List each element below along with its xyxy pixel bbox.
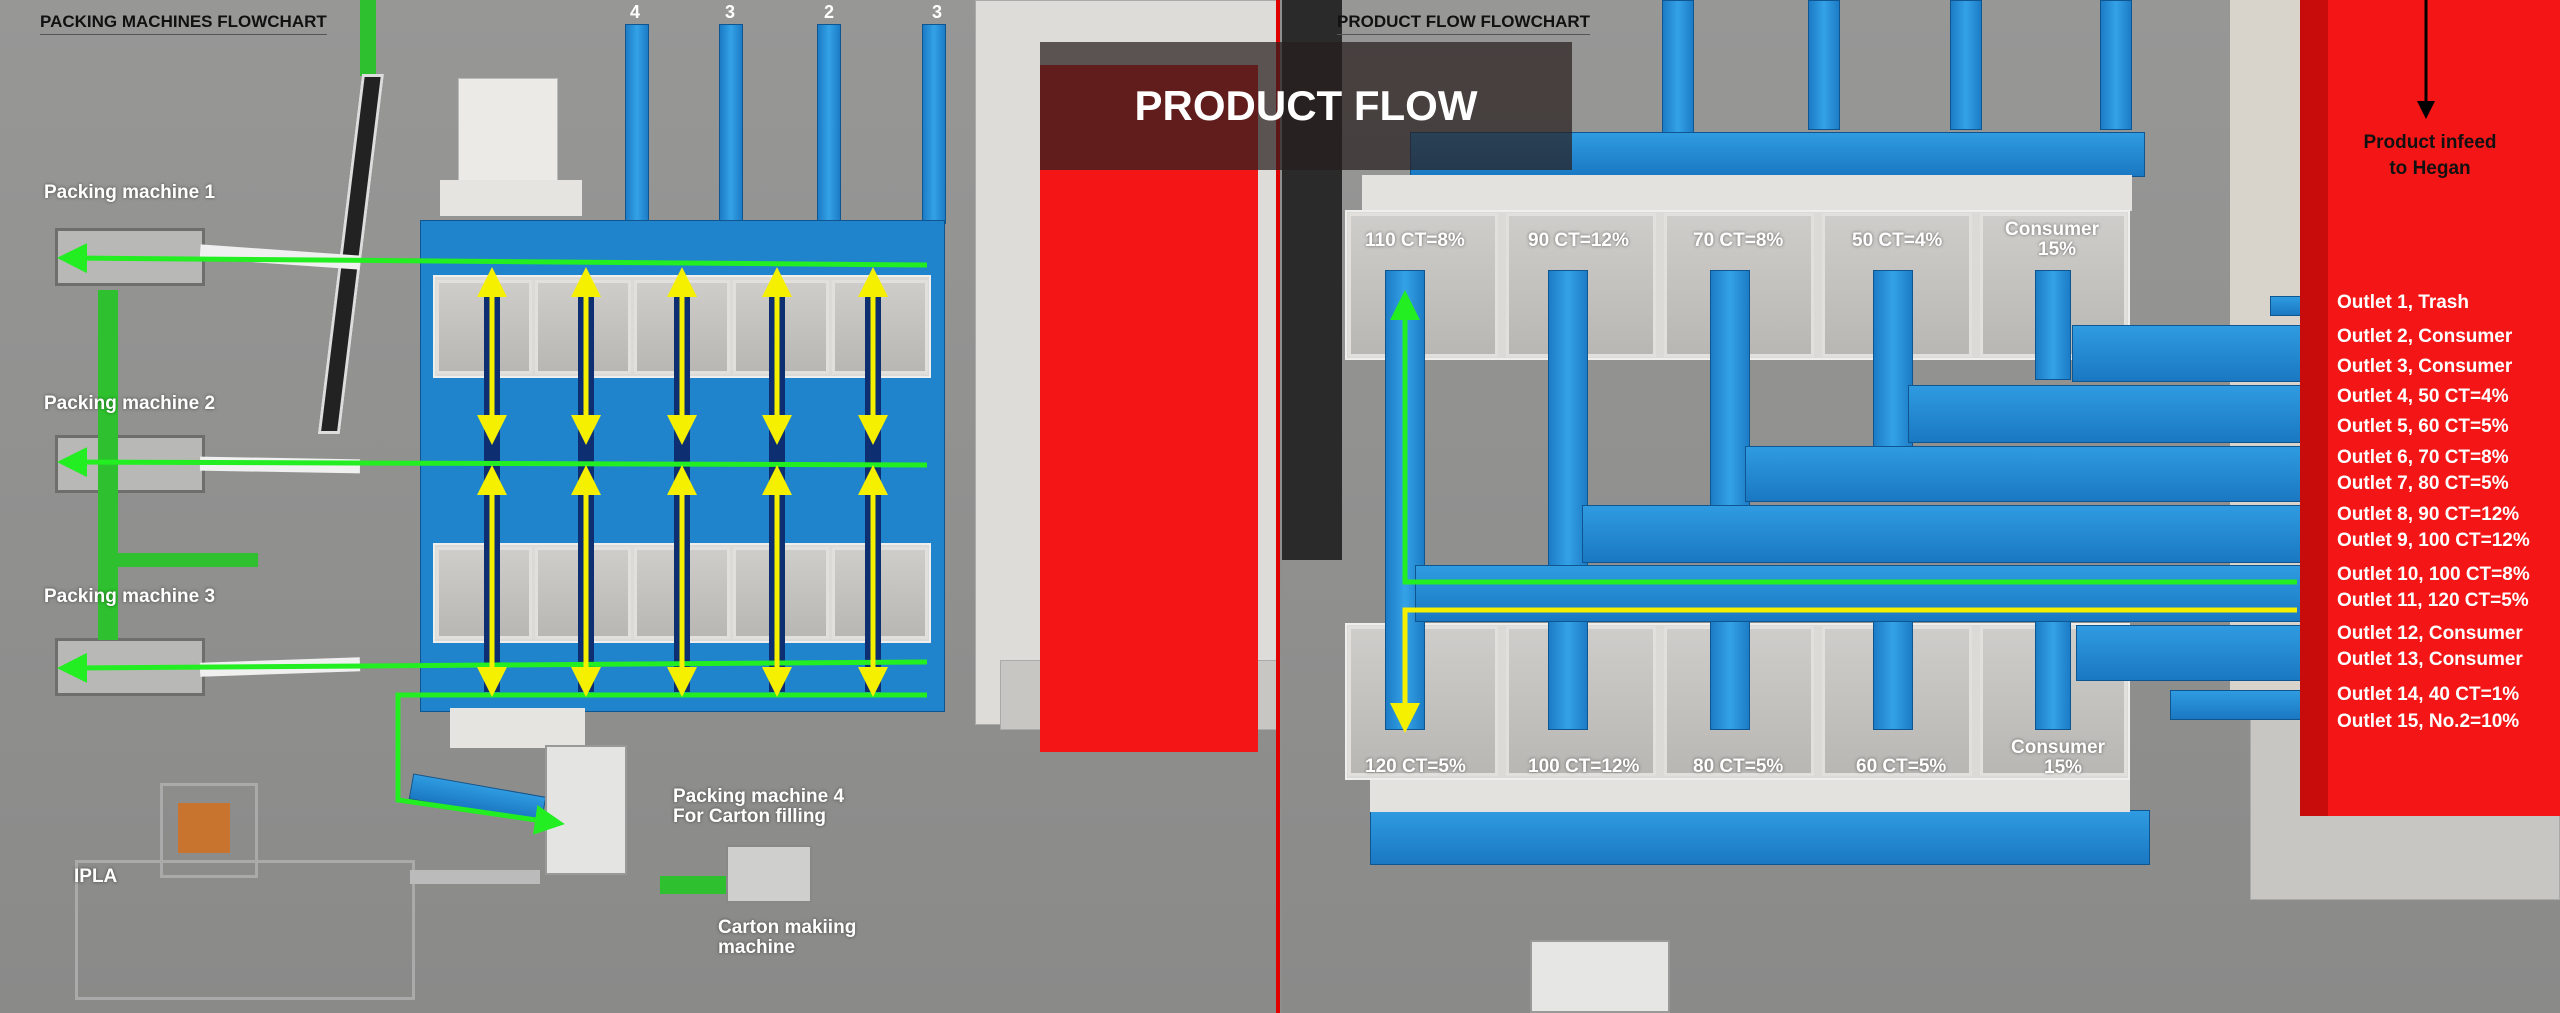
top-walkway — [1362, 175, 2132, 211]
outlet-label-2: Outlet 2, Consumer — [2337, 326, 2513, 347]
infeed-conveyor-1 — [922, 24, 946, 224]
bin-conveyor-right — [1548, 270, 1588, 570]
outlet-label-7: Outlet 7, 80 CT=5% — [2337, 473, 2509, 494]
green-flow-line-2 — [57, 447, 928, 478]
label-packing-machine-4: Packing machine 4 — [673, 786, 845, 807]
packing-flowchart-header: PACKING MACHINES FLOWCHART — [40, 12, 327, 35]
infeed-conveyor — [1808, 0, 1840, 130]
red-panel-edge — [2300, 0, 2330, 816]
outlet-label-10: Outlet 10, 100 CT=8% — [2337, 564, 2530, 585]
stairs-top — [440, 180, 582, 216]
infeed-number-4: 4 — [630, 2, 641, 22]
outlet-conveyor-14-15 — [2170, 690, 2310, 720]
section-divider — [1276, 0, 1280, 1013]
label-packing-machine-1: Packing machine 1 — [44, 182, 216, 203]
packing-machine-4-top — [1530, 940, 1670, 1013]
outlet-label-15: Outlet 15, No.2=10% — [2337, 711, 2520, 732]
bottom-collector-conveyor — [1370, 810, 2150, 865]
bin-label-consumer-top-pct: 15% — [2038, 239, 2077, 260]
outlet-conveyor-6-7 — [1745, 446, 2312, 502]
bin-conveyor-right — [1710, 270, 1750, 510]
bin-label-120: 120 CT=5% — [1365, 756, 1466, 777]
bin-label-90: 90 CT=12% — [1528, 230, 1629, 251]
outlet-label-6: Outlet 6, 70 CT=8% — [2337, 447, 2509, 468]
yellow-flow-line-right — [1390, 607, 2297, 733]
infeed-conveyor-4 — [625, 24, 649, 224]
label-carton-making: Carton makiing — [718, 917, 857, 938]
bin-label-50: 50 CT=4% — [1852, 230, 1943, 251]
infeed-conveyor-3 — [719, 24, 743, 224]
banner-title: PRODUCT FLOW — [1134, 82, 1478, 129]
green-flow-line-1 — [57, 243, 928, 274]
outlet-label-8: Outlet 8, 90 CT=12% — [2337, 504, 2520, 525]
bin-conveyor-right — [2035, 270, 2071, 380]
bin-label-60: 60 CT=5% — [1856, 756, 1947, 777]
label-packing-machine-3: Packing machine 3 — [44, 586, 216, 607]
outlet-conveyor-8-9 — [1582, 505, 2312, 563]
infeed-label-line1: Product infeed — [2363, 132, 2497, 153]
green-flow-line-right — [1390, 290, 2297, 585]
outlet-label-13: Outlet 13, Consumer — [2337, 649, 2523, 670]
green-infeed-conveyor — [360, 0, 376, 76]
pallet-conveyor — [410, 870, 540, 884]
label-ipla: IPLA — [74, 866, 118, 887]
ipla-cell — [75, 860, 415, 1000]
carton-making-machine — [726, 845, 812, 903]
bin-label-70: 70 CT=8% — [1693, 230, 1784, 251]
outlet-label-1: Outlet 1, Trash — [2337, 292, 2469, 313]
green-return-conveyor — [98, 290, 118, 640]
infeed-conveyor — [1950, 0, 1982, 130]
bottom-walkway — [1370, 780, 2130, 812]
bin-label-consumer-bottom: Consumer — [2011, 737, 2105, 758]
green-cross-conveyor — [98, 553, 258, 567]
bin-conveyor-right — [1710, 620, 1750, 730]
bin-label-consumer-bottom-pct: 15% — [2044, 757, 2083, 778]
product-flowchart-header: PRODUCT FLOW FLOWCHART — [1337, 12, 1591, 35]
carton-conveyor — [660, 876, 726, 894]
green-flow-line-3 — [57, 652, 928, 683]
outlet-label-9: Outlet 9, 100 CT=12% — [2337, 530, 2530, 551]
red-hegan-block — [1040, 65, 1258, 752]
infeed-number-2: 2 — [824, 2, 835, 22]
outlet-label-12: Outlet 12, Consumer — [2337, 623, 2523, 644]
ipla-frame — [160, 783, 258, 878]
bin-label-consumer-top: Consumer — [2005, 219, 2099, 240]
bin-conveyor-right — [1548, 620, 1588, 730]
ipla-pallet — [178, 803, 230, 853]
outlet-label-11: Outlet 11, 120 CT=5% — [2337, 590, 2529, 611]
outlet-label-3: Outlet 3, Consumer — [2337, 356, 2513, 377]
bin-label-80: 80 CT=5% — [1693, 756, 1784, 777]
bin-conveyor-right — [1873, 270, 1913, 450]
bin-label-110: 110 CT=8% — [1365, 230, 1465, 251]
outlet-label-5: Outlet 5, 60 CT=5% — [2337, 416, 2509, 437]
product-flow-banner: PRODUCT FLOW — [1040, 42, 1572, 170]
infeed-label-line2: to Hegan — [2389, 158, 2471, 179]
outlet-conveyor-2-3 — [2072, 325, 2312, 382]
label-packing-machine-2: Packing machine 2 — [44, 393, 216, 414]
label-carton-machine: machine — [718, 937, 796, 958]
outlet-conveyor-12-13 — [2076, 625, 2312, 681]
red-hegan-panel — [2328, 0, 2560, 816]
label-carton-filling: For Carton filling — [673, 806, 827, 827]
infeed-number-1: 3 — [932, 2, 943, 22]
bin-conveyor-right — [1873, 620, 1913, 730]
equipment-cabinet — [458, 78, 558, 182]
outlet-label-14: Outlet 14, 40 CT=1% — [2337, 684, 2520, 705]
bin-conveyor-right — [2035, 620, 2071, 730]
bin-label-100: 100 CT=12% — [1528, 756, 1640, 777]
infeed-number-3: 3 — [725, 2, 736, 22]
green-flow-line-4 — [395, 692, 927, 835]
infeed-conveyor-2 — [817, 24, 841, 224]
infeed-conveyor — [2100, 0, 2132, 130]
outlet-conveyor-4-5 — [1908, 385, 2312, 443]
outlet-label-4: Outlet 4, 50 CT=4% — [2337, 386, 2509, 407]
stairs-bottom — [450, 708, 585, 748]
